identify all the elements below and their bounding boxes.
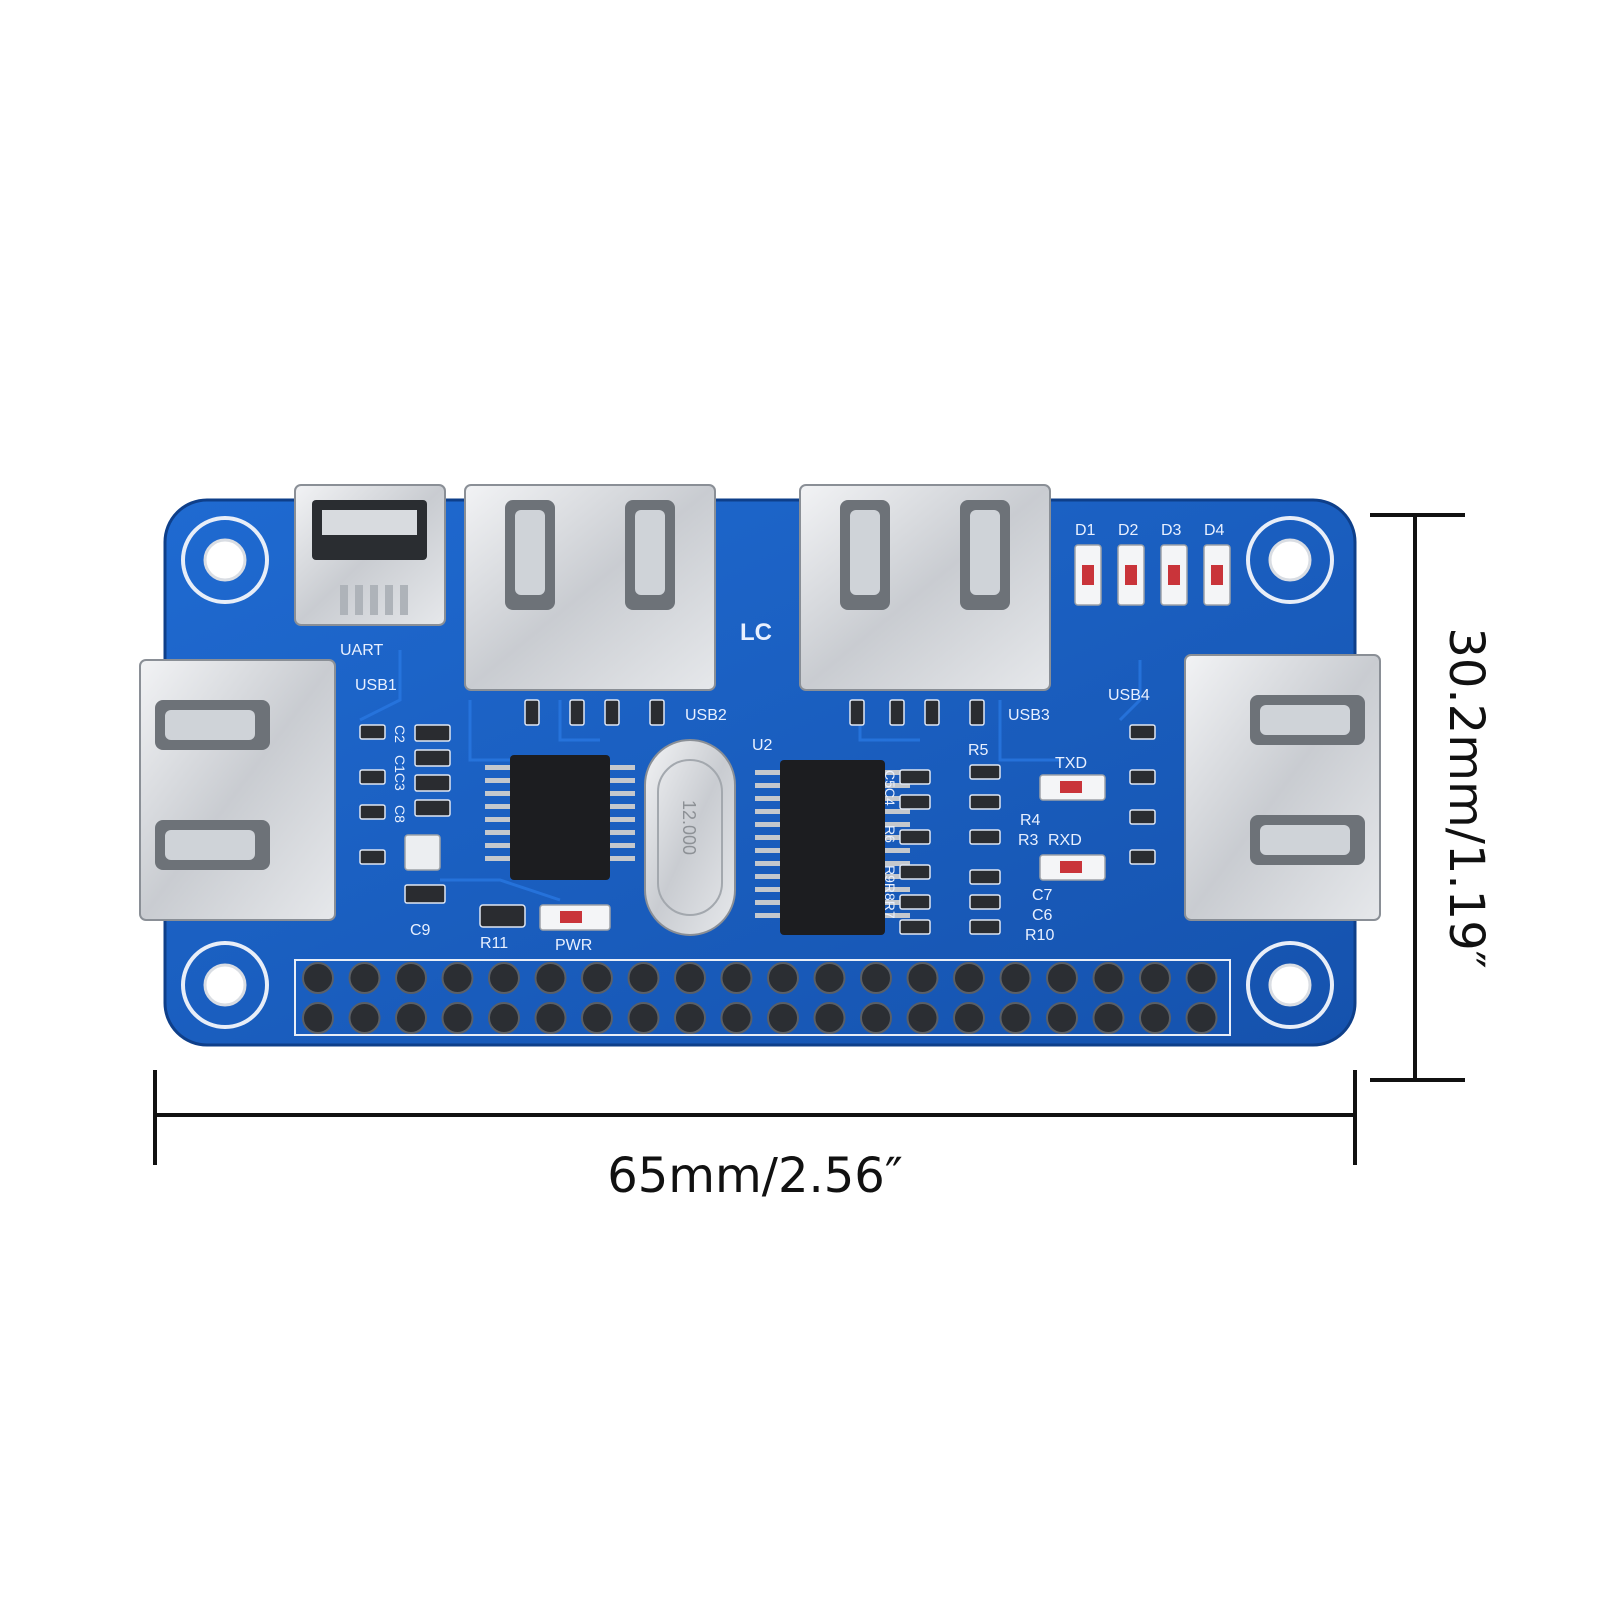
gpio-pin <box>953 1002 985 1034</box>
gpio-pin <box>348 1002 381 1034</box>
label-r11: R11 <box>480 935 508 952</box>
label-txd: TXD <box>1055 755 1087 772</box>
label-r6: R6 <box>882 825 898 843</box>
gpio-pin <box>860 1002 892 1034</box>
label-uart: UART <box>340 642 383 659</box>
usb-port-usb2 <box>464 484 716 691</box>
gpio-pin <box>674 1002 706 1034</box>
mounting-hole-top-left <box>181 516 269 604</box>
label-rxd: RXD <box>1048 832 1082 849</box>
gpio-pin <box>813 1002 846 1034</box>
label-d1: D1 <box>1075 522 1096 539</box>
ic-chip-u1 <box>485 755 635 880</box>
gpio-pin <box>999 1002 1032 1034</box>
gpio-pin <box>302 1002 334 1034</box>
height-dimension-label: 30.2mm/1.19″ <box>1438 627 1494 968</box>
label-pwr: PWR <box>555 937 592 954</box>
status-leds <box>404 544 1231 931</box>
gpio-pin <box>1185 1002 1218 1034</box>
label-d3: D3 <box>1161 522 1182 539</box>
gpio-pin <box>581 962 613 994</box>
gpio-pin <box>1092 1002 1125 1034</box>
gpio-pin <box>720 1002 753 1034</box>
gpio-pin <box>1046 1002 1078 1034</box>
gpio-pin <box>348 962 381 994</box>
gpio-pin <box>1139 1002 1171 1034</box>
gpio-pin <box>534 1002 567 1034</box>
label-u2: U2 <box>752 737 773 754</box>
gpio-pin <box>860 962 892 994</box>
gpio-header <box>294 959 1231 1036</box>
gpio-pin <box>674 962 706 994</box>
gpio-pin <box>302 962 334 994</box>
label-c2: C2 <box>392 725 408 743</box>
gpio-pin <box>999 962 1032 994</box>
gpio-pin <box>488 962 520 994</box>
label-r5: R5 <box>968 742 989 759</box>
gpio-pin <box>1092 962 1125 994</box>
mounting-hole-bottom-right <box>1246 941 1334 1029</box>
gpio-pin <box>767 1002 799 1034</box>
label-r9r8r7: R9R8R7 <box>882 865 898 919</box>
crystal-oscillator: 12.000 <box>644 739 736 936</box>
gpio-pin <box>441 962 474 994</box>
gpio-pin <box>581 1002 613 1034</box>
gpio-pin <box>534 962 567 994</box>
label-c9: C9 <box>410 922 431 939</box>
gpio-pin <box>906 962 939 994</box>
gpio-pin <box>395 962 427 994</box>
label-d4: D4 <box>1204 522 1225 539</box>
usb-port-usb3 <box>799 484 1051 691</box>
usb-port-usb1 <box>139 659 336 921</box>
gpio-pin <box>488 1002 520 1034</box>
mounting-hole-top-right <box>1246 516 1334 604</box>
gpio-pin <box>1046 962 1078 994</box>
label-c7: C7 <box>1032 887 1053 904</box>
gpio-pin <box>906 1002 939 1034</box>
label-r10: R10 <box>1025 927 1054 944</box>
label-d2: D2 <box>1118 522 1139 539</box>
micro-usb-connector <box>294 484 446 626</box>
height-dimension-line <box>1370 513 1465 1082</box>
label-r3: R3 <box>1018 832 1039 849</box>
mounting-hole-bottom-left <box>181 941 269 1029</box>
gpio-pin <box>720 962 753 994</box>
label-c8: C8 <box>392 805 408 823</box>
smd-components <box>359 699 1156 935</box>
gpio-pin <box>395 1002 427 1034</box>
gpio-pins <box>302 962 1218 1034</box>
label-c5c4: C5C4 <box>882 770 898 806</box>
label-usb2: USB2 <box>685 707 727 724</box>
gpio-pin <box>1185 962 1218 994</box>
label-c6: C6 <box>1032 907 1053 924</box>
width-dimension-line <box>153 1070 1357 1165</box>
label-lc: LC <box>740 619 772 646</box>
gpio-pin <box>767 962 799 994</box>
gpio-pin <box>627 1002 660 1034</box>
label-c1c3: C1C3 <box>392 755 408 791</box>
label-r4: R4 <box>1020 812 1041 829</box>
ic-chip-u2 <box>755 760 910 935</box>
gpio-pin <box>953 962 985 994</box>
usb-port-usb4 <box>1184 654 1381 921</box>
gpio-pin <box>627 962 660 994</box>
crystal-label: 12.000 <box>679 800 699 855</box>
label-usb3: USB3 <box>1008 707 1050 724</box>
gpio-pin <box>441 1002 474 1034</box>
gpio-pin <box>813 962 846 994</box>
label-usb4: USB4 <box>1108 687 1150 704</box>
gpio-pin <box>1139 962 1171 994</box>
width-dimension-label: 65mm/2.56″ <box>607 1148 903 1204</box>
label-usb1: USB1 <box>355 677 397 694</box>
